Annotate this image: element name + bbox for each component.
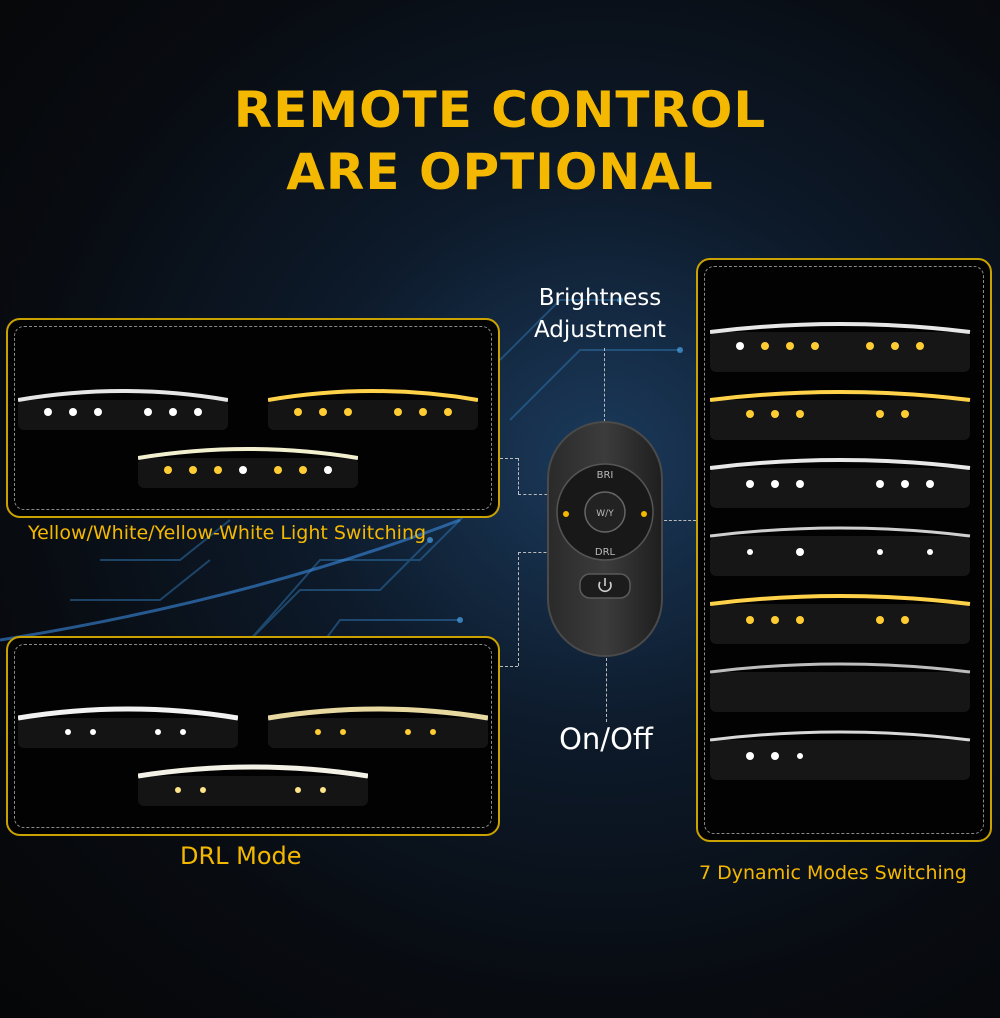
connector-dynamic <box>640 520 696 521</box>
yellow-white-light-strip <box>138 447 358 488</box>
drl-mixed-strip <box>138 764 368 806</box>
dynamic-mode-strips <box>710 322 971 780</box>
color-switching-caption: Yellow/White/Yellow-White Light Switchin… <box>28 522 427 544</box>
drl-yellow-strip <box>268 706 488 748</box>
bri-button-label: BRI <box>597 470 614 481</box>
title-line-2: ARE OPTIONAL <box>286 143 714 201</box>
drl-button-label: DRL <box>595 547 616 558</box>
right-arrow-icon <box>641 511 647 517</box>
remote-control: BRI W/Y DRL <box>547 421 663 657</box>
title-line-1: REMOTE CONTROL <box>233 81 767 139</box>
connector-drl-h2 <box>518 552 572 553</box>
connector-drl-v <box>518 552 519 666</box>
drl-mode-caption: DRL Mode <box>180 842 302 870</box>
brightness-label: Brightness Adjustment <box>533 285 667 343</box>
mode-strip-2 <box>710 390 971 440</box>
white-light-strip <box>18 389 228 430</box>
connector-color-v <box>518 458 519 494</box>
drl-mode-panel <box>6 636 500 836</box>
mode-strip-1 <box>710 322 971 372</box>
left-arrow-icon <box>563 511 569 517</box>
mode-strip-6 <box>710 662 971 712</box>
mode-strip-7 <box>710 730 971 780</box>
on-off-label: On/Off <box>559 722 653 756</box>
connector-brightness <box>604 348 605 432</box>
dynamic-modes-panel <box>696 258 992 842</box>
wy-button-label: W/Y <box>596 509 614 519</box>
connector-color-h <box>500 458 518 459</box>
connector-power <box>606 592 607 722</box>
color-switching-panel <box>6 318 500 518</box>
dynamic-modes-caption: 7 Dynamic Modes Switching <box>699 862 967 884</box>
mode-strip-5 <box>710 594 971 644</box>
connector-drl-h <box>500 666 518 667</box>
mode-strip-3 <box>710 458 971 508</box>
drl-white-strip <box>18 706 238 748</box>
connector-color-h2 <box>518 494 558 495</box>
yellow-light-strip <box>268 389 478 430</box>
power-icon <box>598 578 612 593</box>
mode-strip-4 <box>710 526 971 576</box>
